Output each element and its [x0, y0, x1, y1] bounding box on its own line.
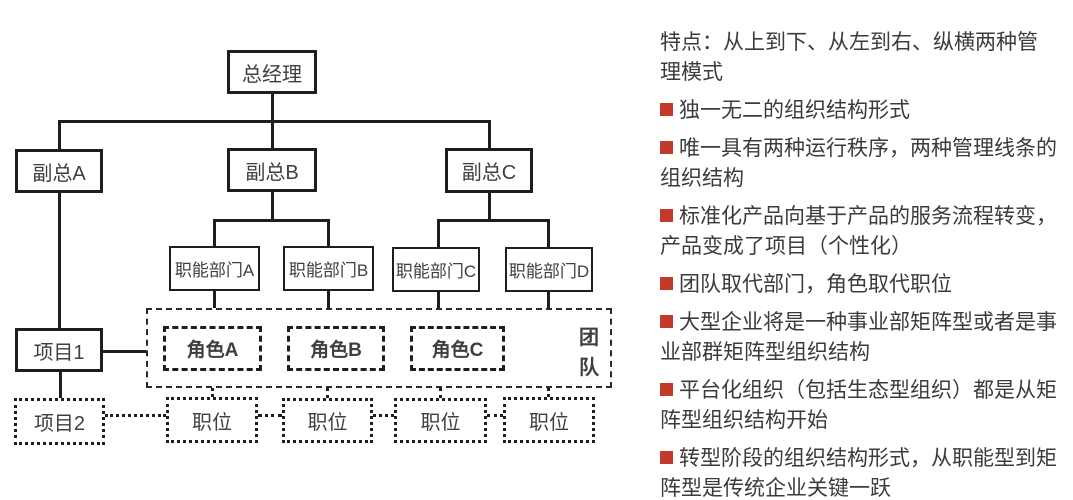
vp-c-box: 副总C	[445, 148, 533, 193]
role-b-box: 角色B	[287, 326, 385, 371]
note-item: 独一无二的组织结构形式	[660, 95, 1064, 125]
notes-title: 特点：从上到下、从左到右、纵横两种管 理模式	[660, 27, 1064, 87]
vp-b-box: 副总B	[227, 148, 317, 192]
position1-box: 职位	[166, 397, 258, 443]
note-item: 团队取代部门，角色取代职位	[660, 269, 1064, 299]
dotted-connector-position3-4	[487, 414, 503, 417]
role-c-box: 角色C	[410, 326, 505, 371]
notes-title-line: 特点：从上到下、从左到右、纵横两种管	[660, 30, 1038, 54]
project2-box: 项目2	[14, 398, 105, 445]
team-label: 团队	[579, 327, 599, 379]
bullet-square-icon	[660, 103, 673, 116]
general-manager-box: 总经理	[227, 50, 317, 94]
note-item: 转型阶段的组织结构形式，从职能型到矩 阵型是传统企业关键一跃	[660, 443, 1064, 500]
connector-dept-b-to-team	[327, 291, 330, 308]
note-line: 平台化组织（包括生态型组织）都是从矩	[679, 378, 1057, 402]
position2-box: 职位	[282, 398, 373, 443]
dotted-connector-position1-2	[258, 414, 282, 417]
connector-dept-a-to-team	[213, 291, 216, 308]
note-line: 团队取代部门，角色取代职位	[679, 272, 952, 296]
dotted-connector-team-to-position2	[326, 388, 329, 398]
connector-to-dept-b	[327, 219, 330, 246]
connector-project1-to-team	[103, 350, 146, 353]
connector-to-dept-d	[547, 219, 550, 247]
dotted-connector-position2-3	[373, 414, 394, 417]
dotted-connector-project2-to-position1	[105, 414, 166, 417]
connector-to-dept-a	[213, 219, 216, 246]
connector-vp-a-to-project1	[58, 193, 61, 328]
note-item: 平台化组织（包括生态型组织）都是从矩 阵型组织结构开始	[660, 375, 1064, 435]
dept-a-box: 职能部门A	[169, 246, 260, 291]
dotted-connector-team-to-position3	[439, 388, 442, 398]
bullet-square-icon	[660, 209, 673, 222]
connector-dept-c-to-team	[437, 292, 440, 308]
note-line: 转型阶段的组织结构形式，从职能型到矩	[679, 446, 1057, 470]
dotted-connector-team-to-position1	[211, 388, 214, 397]
bullet-square-icon	[660, 277, 673, 290]
connector-level1-horizontal	[58, 120, 491, 123]
notes-title-line: 理模式	[660, 60, 723, 84]
bullet-square-icon	[660, 451, 673, 464]
note-item: 大型企业将是一种事业部矩阵型或者是事 业部群矩阵型组织结构	[660, 307, 1064, 367]
bullet-square-icon	[660, 141, 673, 154]
bullet-square-icon	[660, 315, 673, 328]
connector-vp-b-down	[271, 192, 274, 220]
team-dashed-container	[146, 308, 612, 388]
connector-dept-d-to-team	[547, 292, 550, 308]
notes-panel: 特点：从上到下、从左到右、纵横两种管 理模式 独一无二的组织结构形式 唯一具有两…	[660, 20, 1064, 500]
connector-to-vp-b	[271, 120, 274, 148]
connector-to-vp-a	[58, 120, 61, 149]
connector-vp-c-down	[488, 193, 491, 220]
bracket-vp-c	[437, 219, 550, 222]
role-a-box: 角色A	[163, 326, 262, 371]
position3-box: 职位	[394, 398, 487, 443]
note-line: 大型企业将是一种事业部矩阵型或者是事	[679, 310, 1057, 334]
dept-d-box: 职能部门D	[505, 247, 593, 292]
note-line: 标准化产品向基于产品的服务流程转变，	[679, 204, 1057, 228]
bracket-vp-b	[213, 219, 330, 222]
note-item: 唯一具有两种运行秩序，两种管理线条的 组织结构	[660, 133, 1064, 193]
note-line: 唯一具有两种运行秩序，两种管理线条的	[679, 136, 1057, 160]
connector-project1-to-project2	[59, 372, 62, 398]
note-line: 独一无二的组织结构形式	[679, 98, 910, 122]
note-line: 组织结构	[660, 166, 744, 190]
vp-a-box: 副总A	[15, 149, 103, 193]
project1-box: 项目1	[15, 328, 103, 372]
note-line: 阵型是传统企业关键一跃	[660, 476, 891, 500]
note-line: 业部群矩阵型组织结构	[660, 340, 870, 364]
dotted-connector-team-to-position4	[547, 388, 550, 397]
note-line: 阵型组织结构开始	[660, 408, 828, 432]
connector-to-vp-c	[488, 120, 491, 148]
position4-box: 职位	[503, 397, 595, 443]
connector-gm-down	[271, 94, 274, 121]
connector-to-dept-c	[437, 219, 440, 247]
note-item: 标准化产品向基于产品的服务流程转变， 产品变成了项目（个性化）	[660, 201, 1064, 261]
dept-c-box: 职能部门C	[392, 247, 480, 292]
note-line: 产品变成了项目（个性化）	[660, 234, 912, 258]
dept-b-box: 职能部门B	[283, 246, 374, 291]
bullet-square-icon	[660, 383, 673, 396]
